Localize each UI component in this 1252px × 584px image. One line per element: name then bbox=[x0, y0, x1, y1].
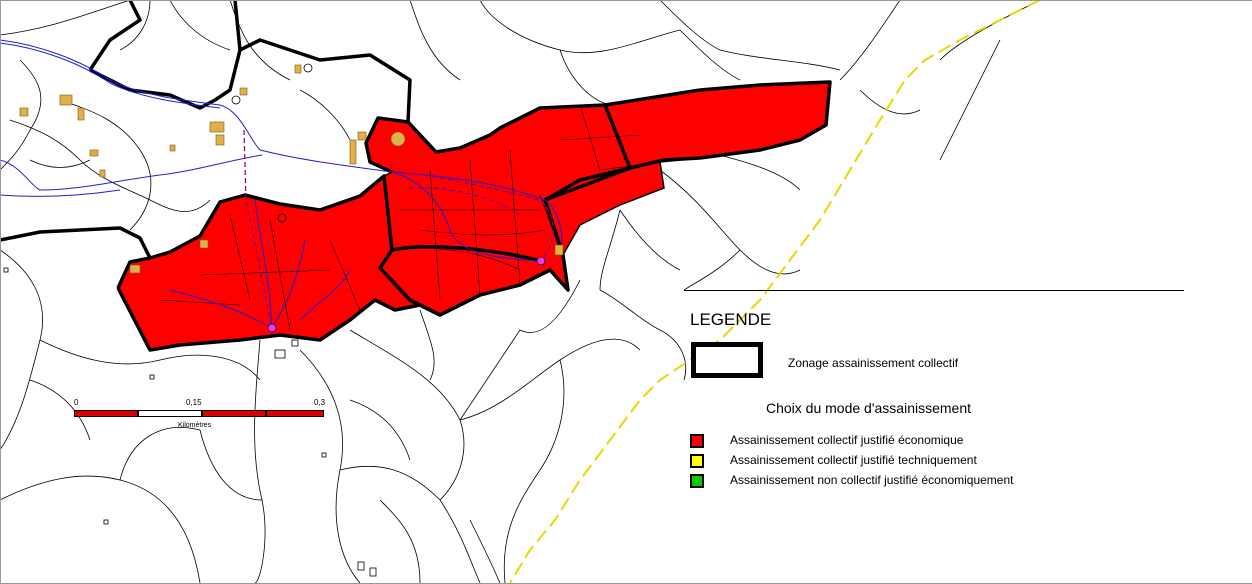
legend-title: LEGENDE bbox=[690, 310, 772, 329]
legend-swatch-red bbox=[690, 434, 704, 448]
scale-bar: 0 0,15 0,3 Kilomètres bbox=[74, 398, 330, 430]
legend-item-label: Assainissement collectif justifié économ… bbox=[730, 433, 964, 447]
legend-item-label: Assainissement collectif justifié techni… bbox=[730, 453, 977, 467]
legend-zonage-label: Zonage assainissement collectif bbox=[788, 356, 959, 370]
scale-segment bbox=[74, 410, 138, 417]
scale-segment bbox=[266, 410, 324, 417]
buildings bbox=[19, 64, 564, 274]
scale-tick-0: 0 bbox=[74, 398, 79, 407]
legend: LEGENDE Zonage assainissement collectif … bbox=[684, 290, 1184, 520]
legend-top-line bbox=[684, 290, 1184, 291]
zonage-boundary bbox=[0, 0, 832, 352]
dashed-network bbox=[243, 129, 554, 329]
legend-item-label: Assainissement non collectif justifié éc… bbox=[730, 473, 1014, 487]
scale-segment bbox=[138, 410, 202, 417]
scale-unit: Kilomètres bbox=[178, 422, 212, 429]
legend-zonage-symbol bbox=[691, 342, 763, 378]
pump-station-1[interactable] bbox=[267, 323, 277, 333]
commune-boundary bbox=[509, 0, 1041, 583]
legend-subtitle: Choix du mode d'assainissement bbox=[766, 400, 972, 416]
pump-station-2[interactable] bbox=[536, 256, 546, 266]
scale-tick-mid: 0,15 bbox=[186, 398, 202, 407]
small-features bbox=[3, 63, 377, 577]
legend-swatch-green bbox=[690, 474, 704, 488]
parcel-lines bbox=[0, 0, 1041, 583]
road-lines bbox=[0, 39, 563, 329]
scale-segment bbox=[202, 410, 266, 417]
scale-tick-end: 0,3 bbox=[314, 398, 326, 407]
legend-swatch-yellow bbox=[690, 454, 704, 468]
